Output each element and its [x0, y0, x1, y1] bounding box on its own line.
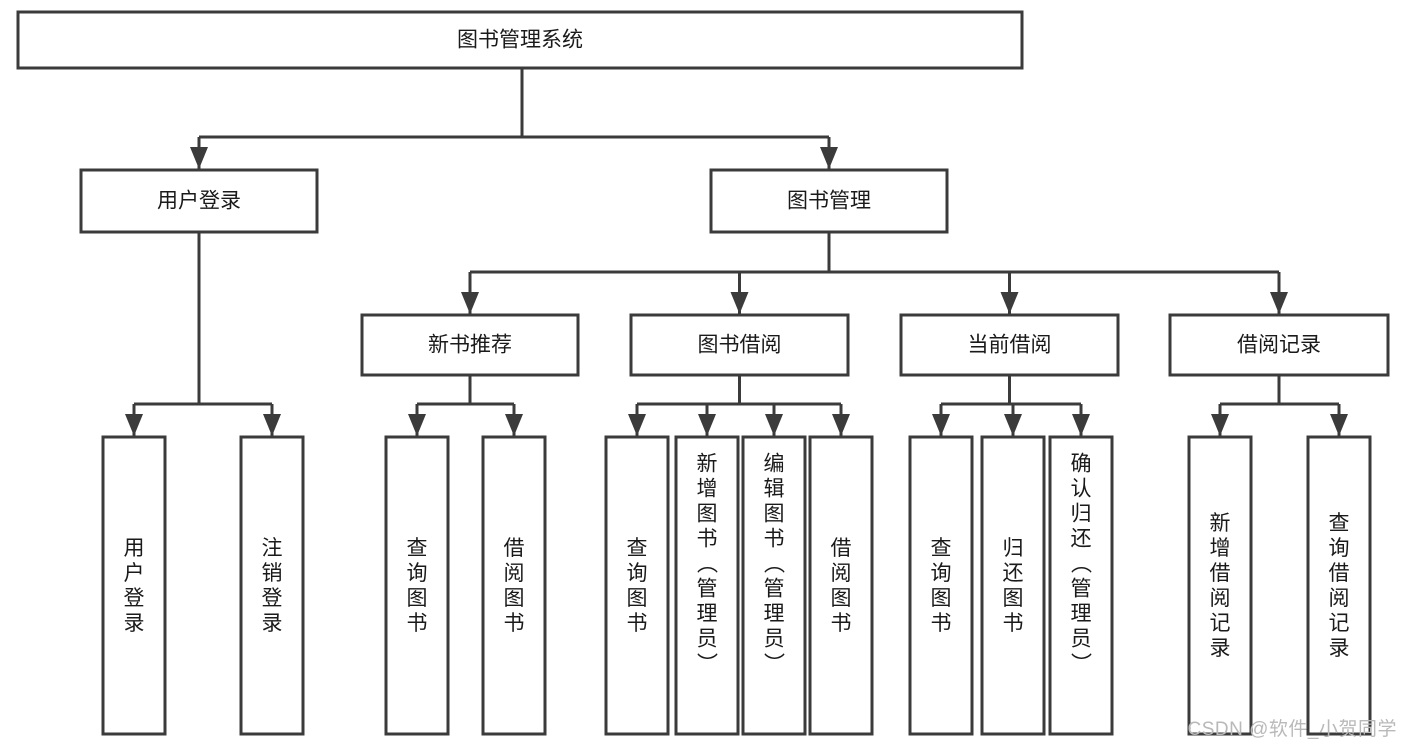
node-leaf-query-book-1-rect: [384, 435, 450, 736]
node-borrow-record-label: 借阅记录: [1237, 334, 1321, 357]
node-leaf-return-book[interactable]: 归还图书: [980, 435, 1046, 736]
arrow-head-icon: [263, 414, 281, 436]
node-leaf-user-login-label: 用户登录: [124, 537, 145, 635]
node-leaf-add-book-rect: [674, 435, 740, 736]
arrow-head-icon: [190, 147, 208, 169]
node-leaf-query-book-2-label: 查询图书: [627, 537, 648, 635]
arrow-head-icon: [765, 414, 783, 436]
node-leaf-edit-book-rect: [741, 435, 807, 736]
node-leaf-confirm-return-label: 确认归还︵管理员︶: [1071, 453, 1093, 676]
node-new-book-rec-label: 新书推荐: [428, 334, 512, 357]
node-book-manage-label: 图书管理: [787, 190, 871, 213]
arrow-head-icon: [832, 414, 850, 436]
node-current-borrow[interactable]: 当前借阅: [899, 313, 1120, 377]
node-leaf-add-record-rect: [1187, 435, 1253, 736]
arrow-head-icon: [628, 414, 646, 436]
node-leaf-borrow-book-2-rect: [808, 435, 874, 736]
arrow-head-icon: [820, 147, 838, 169]
node-root-system-rect: [16, 10, 1024, 70]
node-leaf-query-record-rect: [1306, 435, 1372, 736]
node-user-login[interactable]: 用户登录: [79, 168, 319, 234]
node-new-book-rec[interactable]: 新书推荐: [360, 313, 580, 377]
arrow-head-icon: [1072, 414, 1090, 436]
node-leaf-add-book-label: 新增图书︵管理员︶: [697, 453, 719, 676]
arrow-head-icon: [505, 414, 523, 436]
arrow-head-icon: [698, 414, 716, 436]
arrow-head-icon: [730, 292, 749, 314]
arrow-head-icon: [1211, 414, 1229, 436]
node-leaf-query-book-1[interactable]: 查询图书: [384, 435, 450, 736]
arrow-head-icon: [1000, 292, 1019, 314]
node-leaf-query-record[interactable]: 查询借阅记录: [1306, 435, 1372, 736]
node-user-login-rect: [79, 168, 319, 234]
arrow-head-icon: [408, 414, 426, 436]
node-leaf-logout[interactable]: 注销登录: [239, 435, 305, 736]
node-leaf-user-login-rect: [101, 435, 167, 736]
node-leaf-user-login[interactable]: 用户登录: [101, 435, 167, 736]
node-book-borrow-label: 图书借阅: [698, 334, 782, 357]
node-user-login-label: 用户登录: [157, 190, 241, 213]
node-root-system[interactable]: 图书管理系统: [16, 10, 1024, 70]
node-boxes: 图书管理系统用户登录图书管理新书推荐图书借阅当前借阅借阅记录用户登录注销登录查询…: [16, 10, 1390, 736]
node-book-borrow-rect: [629, 313, 850, 377]
arrow-head-icon: [1330, 414, 1348, 436]
node-leaf-borrow-book-1-label: 借阅图书: [504, 537, 525, 635]
connector-lines: [125, 68, 1348, 436]
node-root-system-label: 图书管理系统: [457, 29, 583, 52]
node-borrow-record[interactable]: 借阅记录: [1168, 313, 1390, 377]
arrow-head-icon: [125, 414, 143, 436]
node-leaf-borrow-book-2[interactable]: 借阅图书: [808, 435, 874, 736]
node-leaf-return-book-label: 归还图书: [1003, 537, 1024, 635]
node-leaf-add-record-label: 新增借阅记录: [1210, 512, 1231, 660]
node-leaf-borrow-book-1-rect: [481, 435, 547, 736]
node-leaf-query-record-label: 查询借阅记录: [1329, 512, 1350, 660]
node-new-book-rec-rect: [360, 313, 580, 377]
node-leaf-add-record[interactable]: 新增借阅记录: [1187, 435, 1253, 736]
node-leaf-query-book-3-label: 查询图书: [931, 537, 952, 635]
node-current-borrow-label: 当前借阅: [968, 334, 1052, 357]
node-current-borrow-rect: [899, 313, 1120, 377]
node-leaf-borrow-book-2-label: 借阅图书: [831, 537, 852, 635]
node-leaf-add-book[interactable]: 新增图书︵管理员︶: [674, 435, 740, 736]
node-leaf-query-book-2[interactable]: 查询图书: [604, 435, 670, 736]
arrow-head-icon: [1004, 414, 1022, 436]
node-leaf-logout-label: 注销登录: [262, 537, 283, 635]
node-leaf-confirm-return-rect: [1048, 435, 1114, 736]
node-leaf-return-book-rect: [980, 435, 1046, 736]
node-book-borrow[interactable]: 图书借阅: [629, 313, 850, 377]
node-leaf-query-book-3[interactable]: 查询图书: [908, 435, 974, 736]
node-leaf-query-book-3-rect: [908, 435, 974, 736]
node-leaf-borrow-book-1[interactable]: 借阅图书: [481, 435, 547, 736]
node-borrow-record-rect: [1168, 313, 1390, 377]
node-leaf-logout-rect: [239, 435, 305, 736]
node-book-manage[interactable]: 图书管理: [709, 168, 949, 234]
node-leaf-query-book-1-label: 查询图书: [407, 537, 428, 635]
node-leaf-confirm-return[interactable]: 确认归还︵管理员︶: [1048, 435, 1114, 736]
node-leaf-query-book-2-rect: [604, 435, 670, 736]
arrow-head-icon: [461, 292, 479, 314]
node-book-manage-rect: [709, 168, 949, 234]
node-leaf-edit-book[interactable]: 编辑图书︵管理员︶: [741, 435, 807, 736]
arrow-head-icon: [932, 414, 950, 436]
node-leaf-edit-book-label: 编辑图书︵管理员︶: [764, 453, 786, 676]
arrow-head-icon: [1270, 292, 1288, 314]
